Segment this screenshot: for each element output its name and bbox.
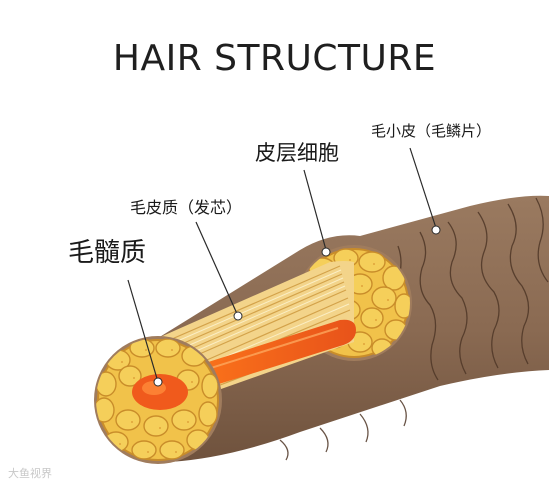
label-medulla: 毛髓质 (68, 238, 147, 268)
diagram-title: HAIR STRUCTURE (112, 38, 437, 79)
label-cuticle: 毛小皮（毛鳞片） (371, 122, 492, 140)
watermark: 大鱼视界 (8, 467, 52, 480)
cortex-cells-cross-section-large (94, 336, 222, 464)
leader-dots (153, 225, 441, 387)
label-cortex-fiber: 毛皮质（发芯） (130, 198, 243, 217)
cuticle-scale-lines (279, 197, 549, 461)
leader-lines (127, 147, 437, 383)
label-cortex-cell: 皮层细胞 (255, 141, 339, 165)
